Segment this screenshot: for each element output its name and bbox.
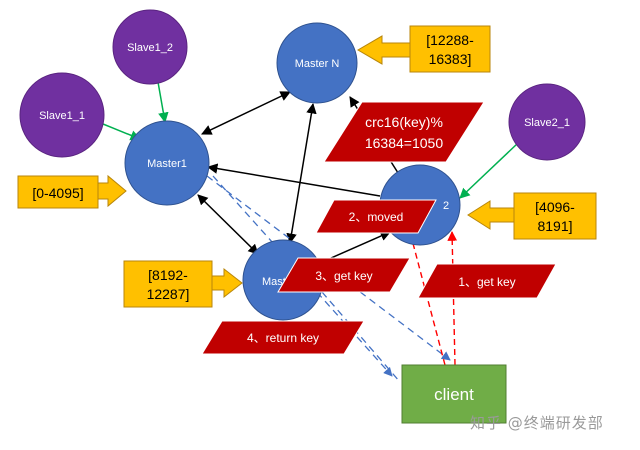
- slave-node-slave1-1: [19, 72, 105, 158]
- slot-label-masterN-2: 16383]: [429, 51, 472, 67]
- step-label-hash-1: crc16(key)%: [365, 114, 443, 130]
- request-link-client-master2: [447, 231, 458, 366]
- cluster-link-master1-master2: [206, 163, 381, 197]
- replication-link-slave2-1: [459, 142, 519, 199]
- slot-arrow-master1: [97, 174, 127, 208]
- step-label-return-key: 4、return key: [247, 331, 319, 345]
- slot-label-master1: [0-4095]: [32, 185, 83, 201]
- master-label-master1: Master1: [147, 158, 187, 170]
- cluster-link-master1-masterN: [201, 91, 291, 135]
- slave-label-slave1-1: Slave1_1: [39, 110, 85, 122]
- step-label-hash-2: 16384=1050: [365, 135, 443, 151]
- client-node: [401, 364, 507, 424]
- slot-box-master1: [17, 175, 99, 209]
- slot-box-master3: [123, 260, 213, 308]
- slot-label-master3-2: 12287]: [147, 286, 190, 302]
- master-label-masterN: Master N: [295, 58, 340, 70]
- slot-box-masterN: [409, 25, 491, 73]
- slave-label-slave2-1: Slave2_1: [524, 117, 570, 129]
- cluster-link-masterN-master3: [286, 102, 317, 245]
- watermark: 知乎 @终端研发部: [470, 414, 604, 432]
- cluster-link-master3-master2: [321, 231, 391, 263]
- step-label-moved: 2、moved: [349, 210, 404, 224]
- slot-arrow-masterN: [357, 35, 411, 65]
- step-label-get-key-3: 3、get key: [315, 269, 372, 283]
- client-label: client: [434, 385, 474, 404]
- master-node-master1: [124, 120, 210, 206]
- slave-label-slave1-2: Slave1_2: [127, 42, 173, 54]
- slot-label-master3-1: [8192-: [148, 267, 188, 283]
- step-box-get-key-3: [277, 257, 411, 293]
- master-node-masterN: [276, 22, 358, 104]
- slot-label-master2-1: [4096-: [535, 199, 575, 215]
- step-box-hash: [323, 101, 485, 163]
- step-label-get-key-1: 1、get key: [458, 275, 515, 289]
- slave-node-slave1-2: [112, 9, 188, 85]
- response-link-master1-client: [206, 175, 451, 361]
- step-box-get-key-1: [417, 263, 557, 299]
- slot-label-masterN-1: [12288-: [426, 32, 474, 48]
- slot-box-master2: [513, 192, 597, 240]
- response-link-master1-client-2: [321, 291, 401, 383]
- replication-link-slave1-2: [157, 81, 169, 124]
- master-label-master2: 2: [443, 200, 449, 212]
- slot-label-master2-2: 8191]: [537, 218, 572, 234]
- step-box-moved: [315, 199, 437, 234]
- slave-node-slave2-1: [508, 83, 586, 161]
- slot-arrow-master2: [467, 200, 515, 230]
- cluster-link-master1-master3: [197, 194, 259, 255]
- step-box-return-key: [201, 320, 365, 355]
- slot-arrow-master3: [211, 267, 243, 299]
